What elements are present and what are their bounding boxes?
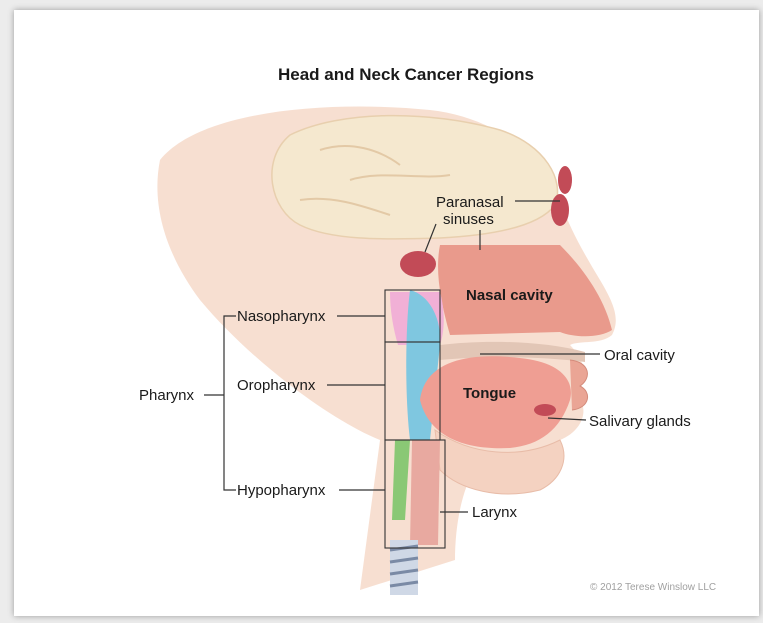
ethmoid-sinus [551,194,569,226]
label-nasal-cavity: Nasal cavity [466,287,553,304]
label-larynx: Larynx [472,504,518,521]
label-tongue: Tongue [463,385,516,402]
label-hypopharynx: Hypopharynx [237,482,326,499]
lips [570,360,588,410]
label-oral-cavity: Oral cavity [604,347,675,364]
brain [272,116,558,239]
diagram-title: Head and Neck Cancer Regions [278,65,534,84]
salivary-gland [534,404,556,416]
larynx-region [410,440,440,545]
frontal-sinus [558,166,572,194]
label-pharynx: Pharynx [139,387,195,404]
label-paranasal-line2: sinuses [443,211,494,228]
label-paranasal-line1: Paranasal [436,194,504,211]
pharynx-bracket [204,316,236,490]
copyright-text: © 2012 Terese Winslow LLC [590,582,716,593]
label-nasopharynx: Nasopharynx [237,308,326,325]
label-oropharynx: Oropharynx [237,377,316,394]
label-salivary-glands: Salivary glands [589,413,691,430]
sphenoid-sinus [400,251,436,277]
